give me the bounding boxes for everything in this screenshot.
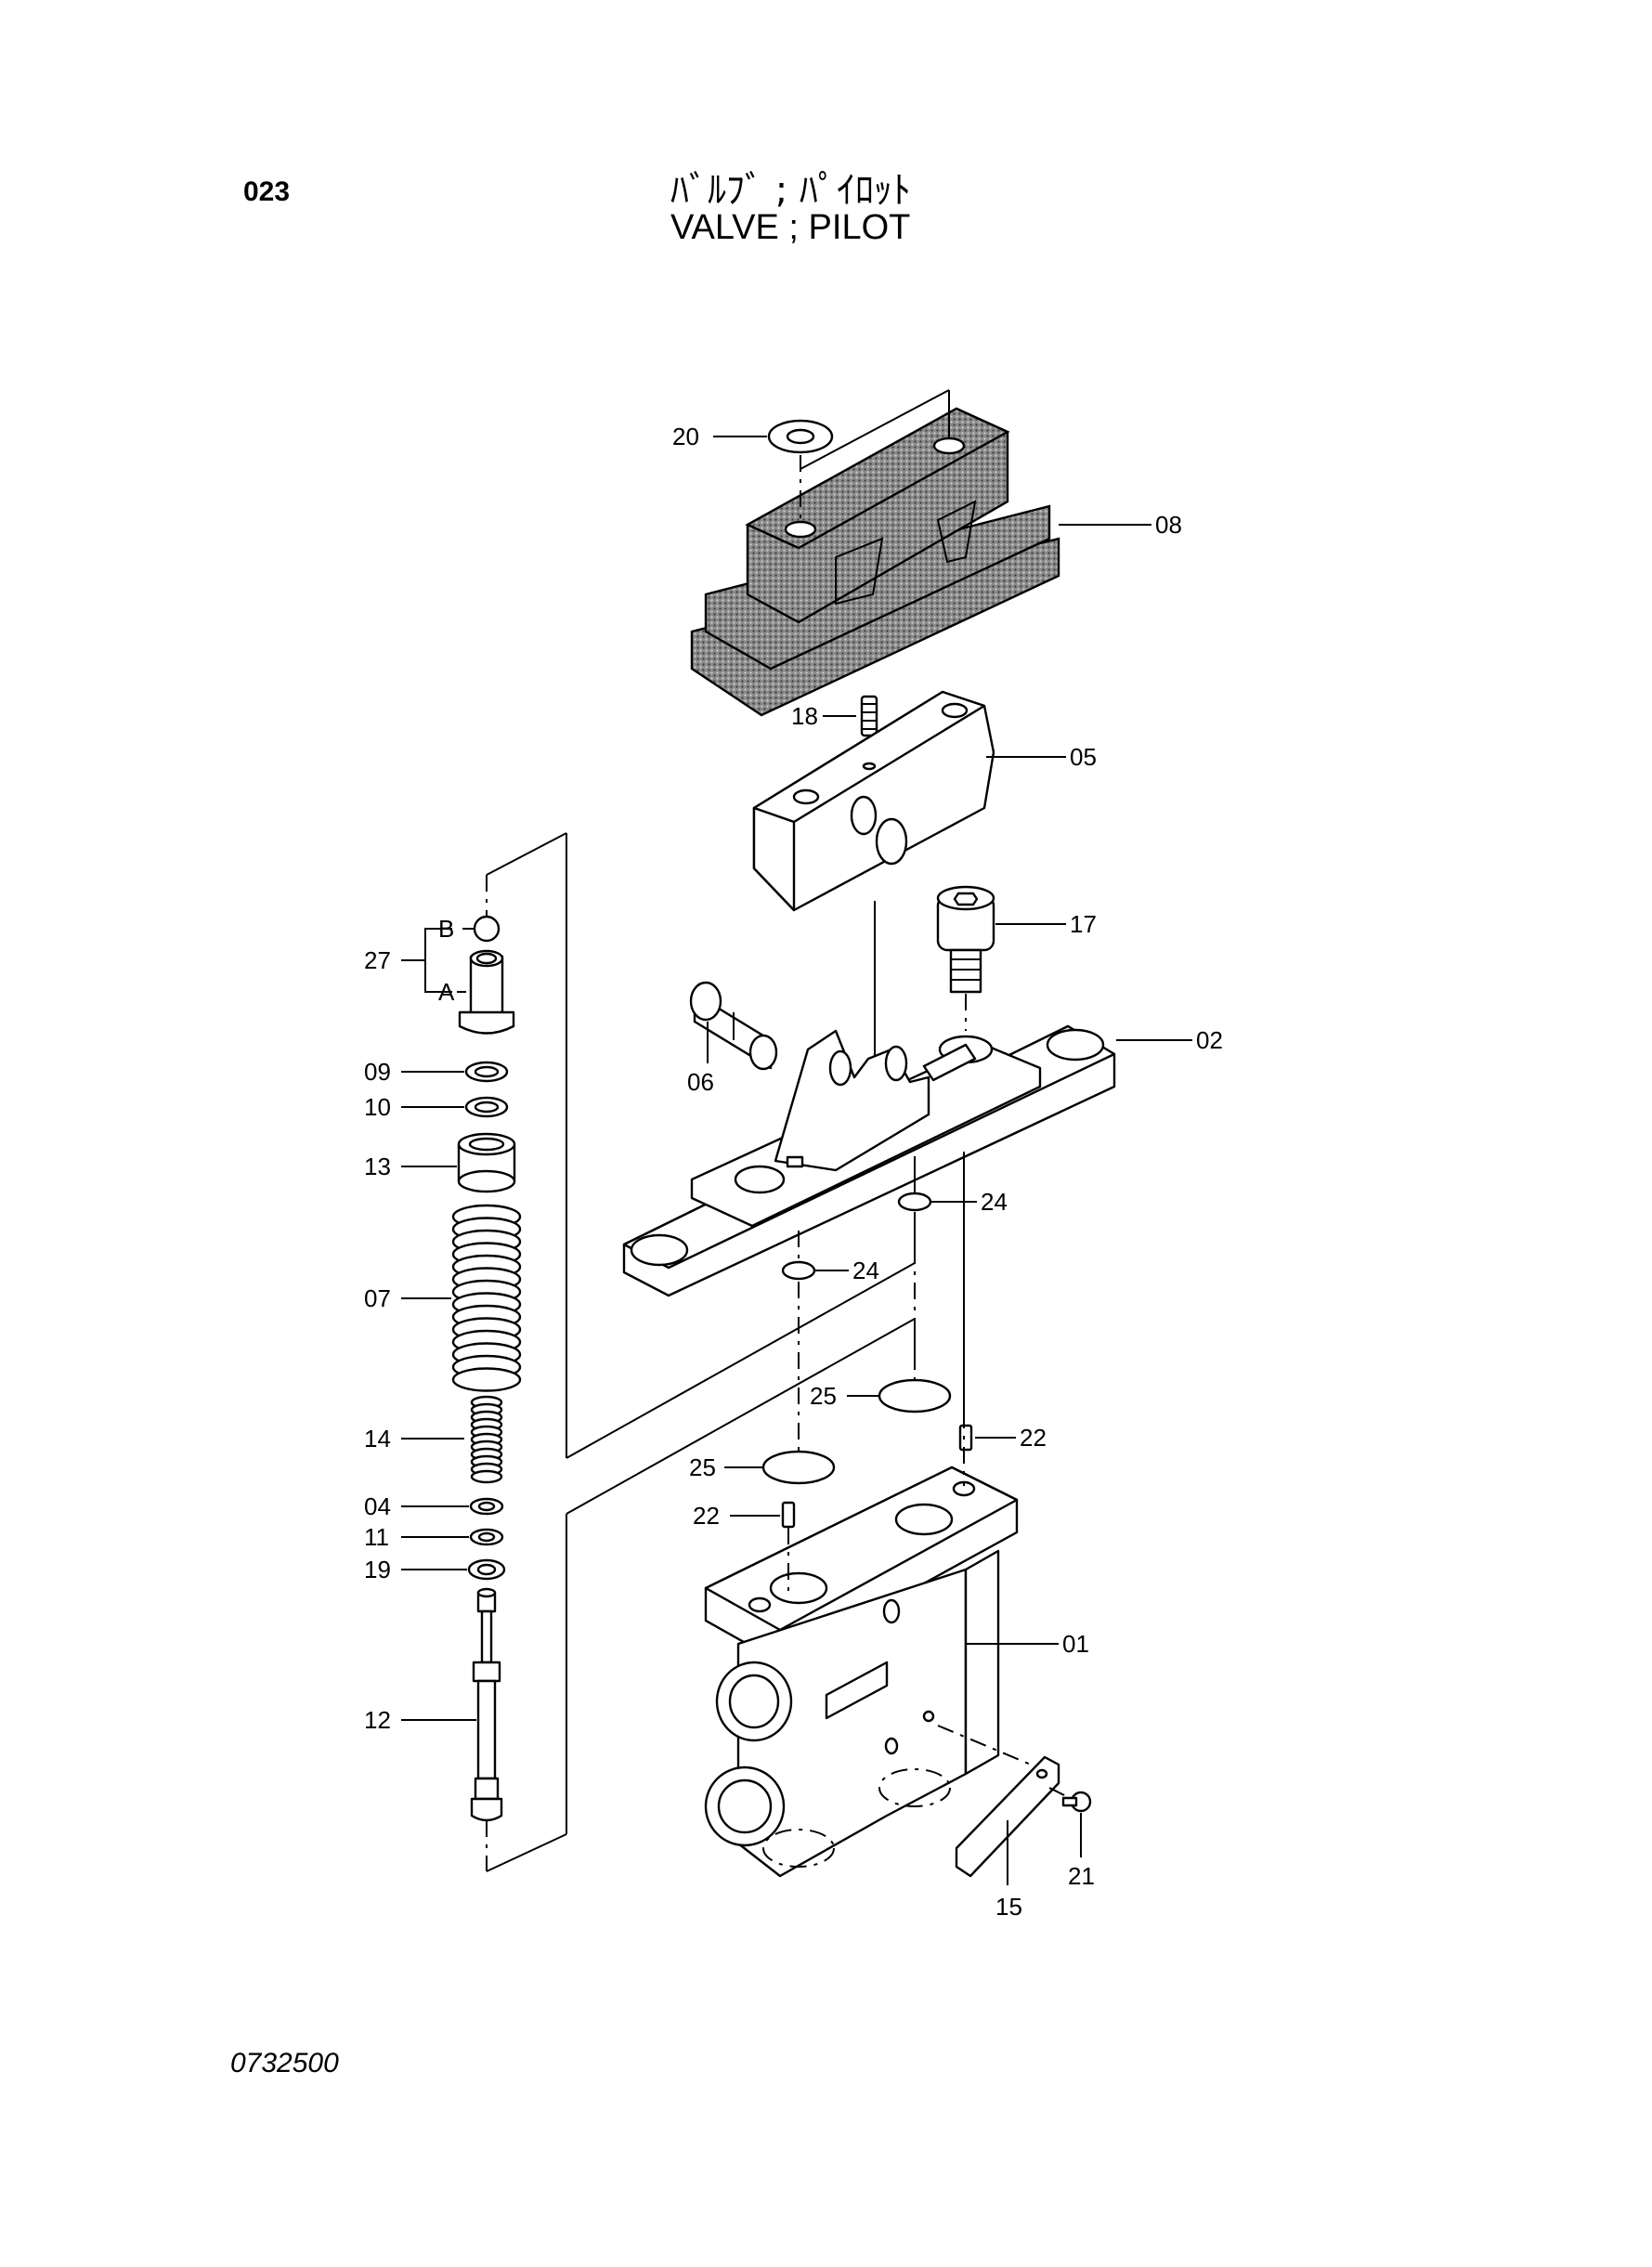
page-number: 023 — [243, 176, 291, 207]
callout-17: 17 — [1070, 910, 1097, 938]
drawing-number: 0732500 — [230, 2048, 339, 2078]
callout-27: 27 — [364, 946, 391, 974]
part-05-cam-block — [752, 690, 995, 912]
callout-24b: 24 — [852, 1257, 879, 1284]
part-02-plate — [622, 1024, 1116, 1297]
callout-13: 13 — [364, 1153, 391, 1180]
part-06-pin — [689, 981, 778, 1071]
part-25-orings — [761, 1378, 952, 1485]
callout-25b: 25 — [689, 1453, 716, 1481]
part-18-screw — [860, 695, 878, 737]
callout-09: 09 — [364, 1058, 391, 1086]
callout-06: 06 — [687, 1068, 714, 1096]
callout-10: 10 — [364, 1093, 391, 1121]
part-21-screw — [1061, 1791, 1092, 1813]
part-20-washer — [767, 419, 834, 454]
spring14-coil — [470, 1469, 503, 1484]
callout-sub-a: A — [438, 978, 455, 1006]
part-14-spring — [470, 1395, 503, 1484]
callout-12: 12 — [364, 1706, 391, 1734]
part-22-pins — [781, 1424, 973, 1529]
callout-24a: 24 — [981, 1188, 1008, 1216]
part-13-spring-seat — [457, 1132, 516, 1193]
part-27b-ball — [473, 915, 501, 943]
callout-14: 14 — [364, 1425, 391, 1453]
title-japanese: ﾊﾞﾙﾌﾞ ; ﾊﾟｲﾛｯﾄ — [670, 169, 911, 212]
callout-20: 20 — [672, 423, 699, 450]
part-11-washer — [469, 1528, 504, 1546]
part-10-washer — [464, 1096, 509, 1118]
part-15-nameplate — [955, 1755, 1060, 1878]
callout-labels: 20 08 18 05 17 02 06 24 24 25 22 25 22 0… — [364, 423, 1223, 1921]
part-19-seal — [467, 1558, 506, 1581]
spring07-coil — [451, 1367, 522, 1392]
part-12-spool — [470, 1587, 503, 1822]
callout-18: 18 — [791, 702, 818, 730]
callout-02: 02 — [1196, 1026, 1223, 1054]
part-07-spring — [451, 1204, 522, 1392]
part-17-cap-screw — [936, 885, 995, 994]
part-09-washer — [464, 1061, 509, 1083]
callout-25a: 25 — [810, 1382, 837, 1410]
callout-21: 21 — [1068, 1862, 1095, 1890]
callout-22a: 22 — [1020, 1424, 1047, 1452]
callout-11: 11 — [364, 1523, 389, 1551]
part-04-washer — [469, 1497, 504, 1516]
title-english: VALVE ; PILOT — [670, 208, 911, 247]
callout-01: 01 — [1062, 1630, 1089, 1658]
callout-15: 15 — [995, 1893, 1022, 1921]
callout-19: 19 — [364, 1556, 391, 1583]
callout-sub-b: B — [438, 915, 454, 943]
callout-04: 04 — [364, 1492, 391, 1520]
callout-08: 08 — [1155, 511, 1182, 539]
part-01-valve-body — [704, 1466, 1019, 1878]
part-27a-sleeve — [458, 949, 515, 1035]
callout-22b: 22 — [693, 1502, 720, 1530]
callout-07: 07 — [364, 1284, 391, 1312]
callout-05: 05 — [1070, 743, 1097, 771]
part-08-boot — [690, 407, 1060, 717]
